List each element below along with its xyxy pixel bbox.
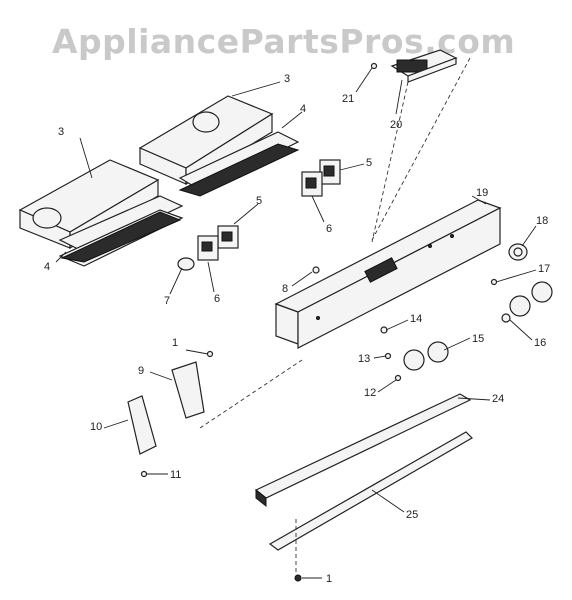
part-11-screw	[140, 470, 148, 478]
callout-3-left: 3	[58, 126, 64, 138]
callout-12: 12	[364, 387, 376, 399]
part-21-screw	[370, 62, 378, 70]
callout-17: 17	[538, 263, 550, 275]
callout-4-left: 4	[44, 261, 50, 273]
callout-4-right: 4	[300, 103, 306, 115]
callout-5-upper: 5	[366, 157, 372, 169]
part-3-left-housing	[18, 159, 184, 267]
part-15-knobs	[403, 341, 449, 371]
part-10-end-cap	[127, 395, 157, 455]
callout-13: 13	[358, 353, 370, 365]
callout-18: 18	[536, 215, 548, 227]
part-1-screw-upper	[206, 350, 214, 358]
part-9-bracket	[171, 361, 205, 419]
callout-7: 7	[164, 295, 170, 307]
callout-10: 10	[90, 421, 102, 433]
part-5-socket-upper	[301, 159, 341, 197]
callout-25: 25	[406, 509, 418, 521]
callout-24: 24	[492, 393, 504, 405]
part-7-clip	[177, 257, 195, 271]
callout-9: 9	[138, 365, 144, 377]
part-25-lower-strip	[268, 431, 473, 551]
callout-21: 21	[342, 93, 354, 105]
part-12-screw	[394, 374, 402, 382]
part-18-knob	[508, 243, 528, 261]
callout-5-lower: 5	[256, 195, 262, 207]
part-19-control-panel	[274, 199, 502, 349]
callout-15: 15	[472, 333, 484, 345]
callout-3-right: 3	[284, 73, 290, 85]
part-16-light	[501, 313, 511, 323]
part-17-screw	[490, 278, 498, 286]
part-8-screw	[312, 266, 320, 274]
callout-6-lower: 6	[214, 293, 220, 305]
part-3-right-housing	[138, 95, 300, 197]
callout-8: 8	[282, 283, 288, 295]
callout-1-lower: 1	[326, 573, 332, 585]
callout-11: 11	[170, 469, 181, 481]
callout-6-upper: 6	[326, 223, 332, 235]
callout-14: 14	[410, 313, 422, 325]
callout-19: 19	[476, 187, 488, 199]
callout-16: 16	[534, 337, 546, 349]
callout-20: 20	[390, 119, 402, 131]
part-13-screw	[384, 352, 392, 360]
part-20-bracket	[390, 49, 458, 83]
knobs-right	[509, 281, 553, 317]
part-5-socket-lower	[197, 225, 239, 261]
callout-1-upper: 1	[172, 337, 178, 349]
part-1-screw-lower	[294, 574, 302, 582]
part-24-trim-strip	[254, 393, 472, 508]
